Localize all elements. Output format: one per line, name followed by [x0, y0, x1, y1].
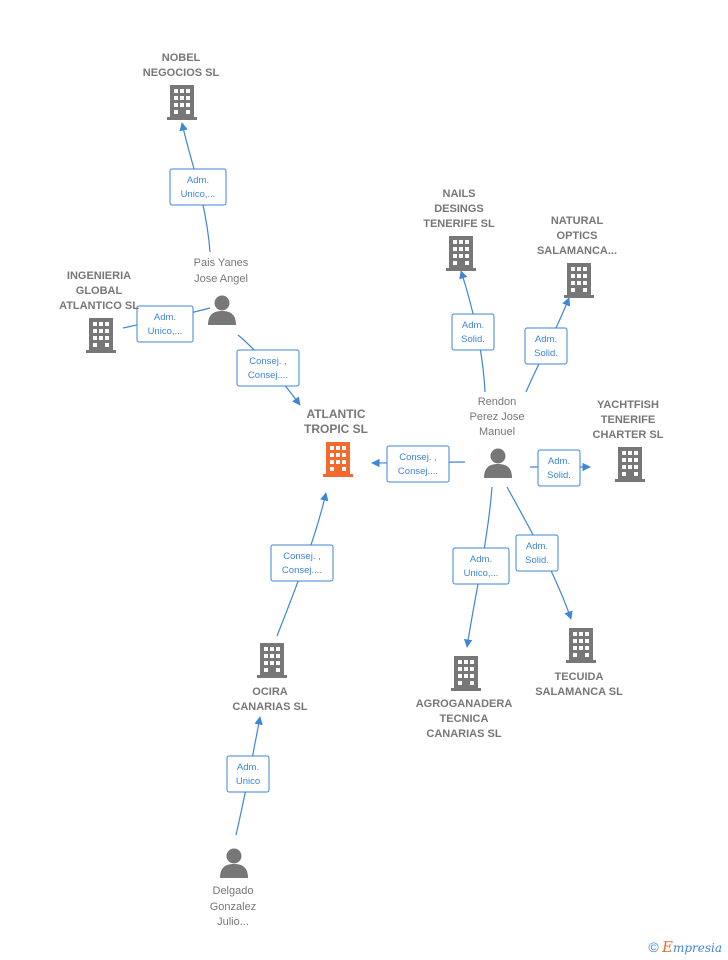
- svg-text:OCIRA: OCIRA: [252, 686, 288, 698]
- svg-text:Solid.: Solid.: [534, 348, 558, 359]
- svg-text:TENERIFE SL: TENERIFE SL: [423, 218, 495, 230]
- svg-text:Adm.: Adm.: [237, 762, 259, 773]
- node-delgado[interactable]: Delgado Gonzalez Julio...: [210, 848, 256, 929]
- svg-text:Julio...: Julio...: [217, 916, 249, 928]
- svg-text:Adm.: Adm.: [548, 456, 570, 467]
- svg-text:Delgado: Delgado: [213, 885, 254, 897]
- svg-text:Perez Jose: Perez Jose: [469, 411, 524, 423]
- svg-text:CANARIAS SL: CANARIAS SL: [426, 728, 501, 740]
- edge-label-rendon-yachtfish: Adm. Solid.: [537, 449, 581, 487]
- svg-text:OPTICS: OPTICS: [557, 230, 598, 242]
- node-nails[interactable]: NAILS DESINGS TENERIFE SL: [423, 188, 495, 271]
- edge-label-rendon-atlantic: Consej. , Consej....: [386, 445, 450, 483]
- building-icon: [167, 85, 197, 120]
- person-icon: [220, 848, 248, 878]
- node-pais[interactable]: Pais Yanes Jose Angel: [194, 257, 249, 325]
- building-icon: [564, 263, 594, 298]
- building-icon: [566, 628, 596, 663]
- brand-initial: E: [661, 938, 673, 956]
- node-agroganadera[interactable]: AGROGANADERA TECNICA CANARIAS SL: [416, 656, 513, 740]
- brand-name: mpresia: [672, 941, 722, 955]
- svg-text:Consej....: Consej....: [398, 466, 438, 477]
- svg-text:TECNICA: TECNICA: [440, 713, 489, 725]
- building-icon: [257, 643, 287, 678]
- brand-footer: © Empresia: [648, 938, 722, 956]
- svg-text:CHARTER SL: CHARTER SL: [593, 429, 664, 441]
- edge-label-rendon-agroganadera: Adm. Unico,...: [452, 547, 510, 585]
- svg-text:NEGOCIOS SL: NEGOCIOS SL: [143, 67, 220, 79]
- node-atlantic[interactable]: ATLANTIC TROPIC SL: [304, 407, 368, 477]
- person-icon: [208, 295, 236, 325]
- building-icon: [86, 318, 116, 353]
- svg-text:AGROGANADERA: AGROGANADERA: [416, 698, 513, 710]
- svg-text:TENERIFE: TENERIFE: [601, 414, 655, 426]
- svg-text:NAILS: NAILS: [443, 188, 476, 200]
- svg-text:DESINGS: DESINGS: [434, 203, 484, 215]
- svg-text:Solid.: Solid.: [461, 334, 485, 345]
- svg-text:ATLANTIC: ATLANTIC: [306, 407, 365, 421]
- svg-text:NATURAL: NATURAL: [551, 215, 604, 227]
- svg-text:Adm.: Adm.: [470, 554, 492, 565]
- svg-text:Unico,...: Unico,...: [181, 189, 216, 200]
- svg-text:Adm.: Adm.: [154, 312, 176, 323]
- svg-text:GLOBAL: GLOBAL: [76, 285, 123, 297]
- svg-text:Gonzalez: Gonzalez: [210, 901, 256, 913]
- edge-label-rendon-natural: Adm. Solid.: [524, 327, 568, 365]
- node-ingenieria[interactable]: INGENIERIA GLOBAL ATLANTICO SL: [59, 270, 139, 353]
- svg-text:Adm.: Adm.: [462, 320, 484, 331]
- svg-text:Adm.: Adm.: [526, 541, 548, 552]
- edge-label-pais-atlantic: Consej. , Consej....: [236, 349, 300, 387]
- building-icon: [615, 447, 645, 482]
- svg-text:Jose Angel: Jose Angel: [194, 273, 248, 285]
- building-icon: [323, 442, 353, 477]
- svg-text:Consej....: Consej....: [248, 370, 288, 381]
- svg-text:Unico,...: Unico,...: [464, 568, 499, 579]
- svg-text:YACHTFISH: YACHTFISH: [597, 399, 659, 411]
- edge-label-pais-ingenieria: Adm. Unico,...: [136, 305, 194, 343]
- building-icon: [451, 656, 481, 691]
- svg-text:TECUIDA: TECUIDA: [555, 671, 604, 683]
- svg-text:ATLANTICO SL: ATLANTICO SL: [59, 300, 139, 312]
- building-icon: [446, 236, 476, 271]
- svg-text:NOBEL: NOBEL: [162, 52, 201, 64]
- svg-text:Adm.: Adm.: [535, 334, 557, 345]
- svg-text:Consej. ,: Consej. ,: [283, 551, 321, 562]
- node-ocira[interactable]: OCIRA CANARIAS SL: [232, 643, 308, 713]
- edge-label-rendon-tecuida: Adm. Solid.: [515, 534, 559, 572]
- svg-text:Rendon: Rendon: [478, 396, 517, 408]
- svg-text:Unico: Unico: [236, 776, 260, 787]
- node-natural[interactable]: NATURAL OPTICS SALAMANCA...: [537, 215, 617, 298]
- svg-text:Consej....: Consej....: [282, 565, 322, 576]
- svg-text:Adm.: Adm.: [187, 175, 209, 186]
- node-nobel[interactable]: NOBEL NEGOCIOS SL: [143, 52, 220, 120]
- svg-text:SALAMANCA SL: SALAMANCA SL: [535, 686, 623, 698]
- svg-text:SALAMANCA...: SALAMANCA...: [537, 245, 617, 257]
- svg-text:Solid.: Solid.: [547, 470, 571, 481]
- svg-text:Unico,...: Unico,...: [148, 326, 183, 337]
- svg-text:Manuel: Manuel: [479, 426, 515, 438]
- node-yachtfish[interactable]: YACHTFISH TENERIFE CHARTER SL: [593, 399, 664, 482]
- node-rendon[interactable]: Rendon Perez Jose Manuel: [469, 396, 525, 478]
- edge-label-ocira-atlantic: Consej. , Consej....: [270, 544, 334, 582]
- edge-label-pais-nobel: Adm. Unico,...: [169, 168, 227, 206]
- svg-text:Consej. ,: Consej. ,: [399, 452, 437, 463]
- node-tecuida[interactable]: TECUIDA SALAMANCA SL: [535, 628, 623, 698]
- svg-text:Solid.: Solid.: [525, 555, 549, 566]
- edge-label-delgado-ocira: Adm. Unico: [226, 755, 270, 793]
- svg-text:CANARIAS SL: CANARIAS SL: [232, 701, 307, 713]
- svg-text:Pais Yanes: Pais Yanes: [194, 257, 249, 269]
- edge-label-rendon-nails: Adm. Solid.: [451, 313, 495, 351]
- person-icon: [484, 448, 512, 478]
- svg-text:Consej. ,: Consej. ,: [249, 356, 287, 367]
- svg-text:TROPIC SL: TROPIC SL: [304, 422, 368, 436]
- copyright-icon: ©: [648, 939, 659, 955]
- svg-text:INGENIERIA: INGENIERIA: [67, 270, 131, 282]
